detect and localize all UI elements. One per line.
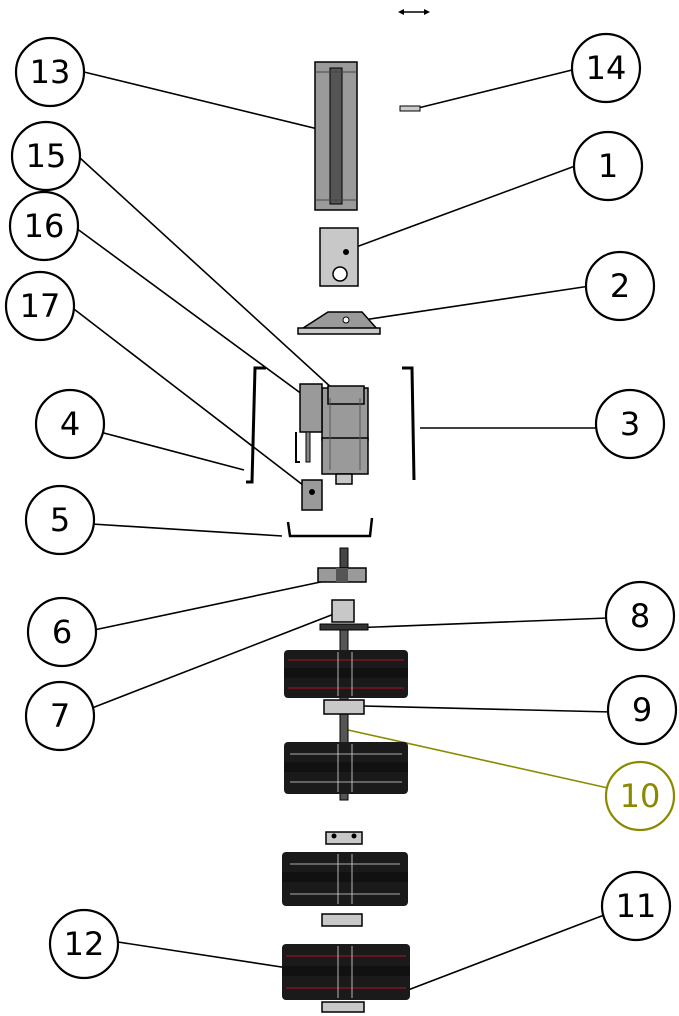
svg-text:17: 17: [20, 287, 61, 325]
leader-9: [361, 705, 613, 713]
leader-4: [99, 431, 245, 471]
svg-text:3: 3: [620, 405, 640, 443]
part-15-motor: [321, 385, 369, 485]
svg-text:13: 13: [30, 53, 71, 91]
balloon-1: 1: [572, 130, 644, 202]
part-13-vertical-plate: [314, 61, 358, 211]
balloon-15: 15: [10, 120, 82, 192]
hub-lower: [325, 831, 363, 845]
part-5-u-bracket: [286, 517, 374, 538]
part-14-pin: [399, 105, 421, 112]
balloon-9: 9: [606, 674, 678, 746]
part-16-motor-box: [299, 383, 323, 463]
balloon-13: 13: [14, 36, 86, 108]
leader-6: [93, 579, 331, 631]
balloon-10: 10: [604, 760, 676, 832]
svg-text:6: 6: [52, 613, 72, 651]
leader-5: [91, 523, 283, 537]
leader-13: [83, 71, 323, 131]
leader-11: [407, 911, 613, 991]
balloon-5: 5: [24, 484, 96, 556]
svg-text:5: 5: [50, 501, 70, 539]
spacer-plate: [321, 913, 363, 927]
part-3-right-bracket: [402, 366, 416, 481]
assembly-parts: [246, 9, 430, 1013]
svg-text:1: 1: [598, 147, 618, 185]
balloon-17: 17: [4, 270, 76, 342]
balloon-8: 8: [604, 580, 676, 652]
svg-text:15: 15: [26, 137, 67, 175]
part-1-bracket: [319, 227, 359, 287]
svg-text:10: 10: [620, 777, 661, 815]
svg-text:8: 8: [630, 597, 650, 635]
balloon-3: 3: [594, 388, 666, 460]
balloon-2: 2: [584, 250, 656, 322]
svg-text:7: 7: [50, 697, 70, 735]
part-9-hub: [323, 699, 365, 715]
part-4-left-bracket: [246, 366, 266, 484]
svg-text:12: 12: [64, 925, 105, 963]
part-7-block: [331, 599, 355, 623]
brush-bottom: [282, 944, 410, 1000]
brush-upper: [284, 650, 408, 698]
svg-text:16: 16: [24, 207, 65, 245]
leader-7: [91, 613, 335, 709]
part-6-coupling: [317, 567, 367, 583]
part-10-shaft: [339, 629, 349, 801]
support-arm: [295, 432, 300, 463]
balloon-16: 16: [8, 190, 80, 262]
brush-lower: [282, 852, 408, 906]
balloon-11: 11: [600, 870, 672, 942]
leader-15: [79, 157, 346, 401]
balloon-14: 14: [570, 32, 642, 104]
svg-text:14: 14: [586, 49, 627, 87]
top-indicator-mark: [398, 9, 430, 15]
balloon-12: 12: [48, 908, 120, 980]
balloon-labels: 13 14 15 1 16 2 17 3: [4, 32, 678, 980]
leader-2: [349, 285, 591, 323]
bottom-base: [321, 1001, 365, 1013]
brush-middle: [284, 742, 408, 794]
svg-text:4: 4: [60, 405, 80, 443]
leader-12: [117, 941, 289, 969]
leader-16: [75, 227, 311, 401]
balloon-4: 4: [34, 388, 106, 460]
leader-10: [347, 729, 609, 789]
leader-14: [409, 69, 573, 111]
svg-text:2: 2: [610, 267, 630, 305]
part-17-small-block: [301, 479, 323, 511]
leader-lines: [69, 69, 613, 991]
svg-text:9: 9: [632, 691, 652, 729]
leader-17: [69, 305, 313, 493]
leader-1: [347, 165, 576, 251]
balloon-7: 7: [24, 680, 96, 752]
balloon-6: 6: [26, 596, 98, 668]
shaft-top: [339, 547, 349, 569]
part-2-base-mount: [297, 311, 381, 335]
svg-text:11: 11: [616, 887, 657, 925]
leader-8: [349, 617, 609, 629]
part-8-washer: [319, 623, 369, 631]
